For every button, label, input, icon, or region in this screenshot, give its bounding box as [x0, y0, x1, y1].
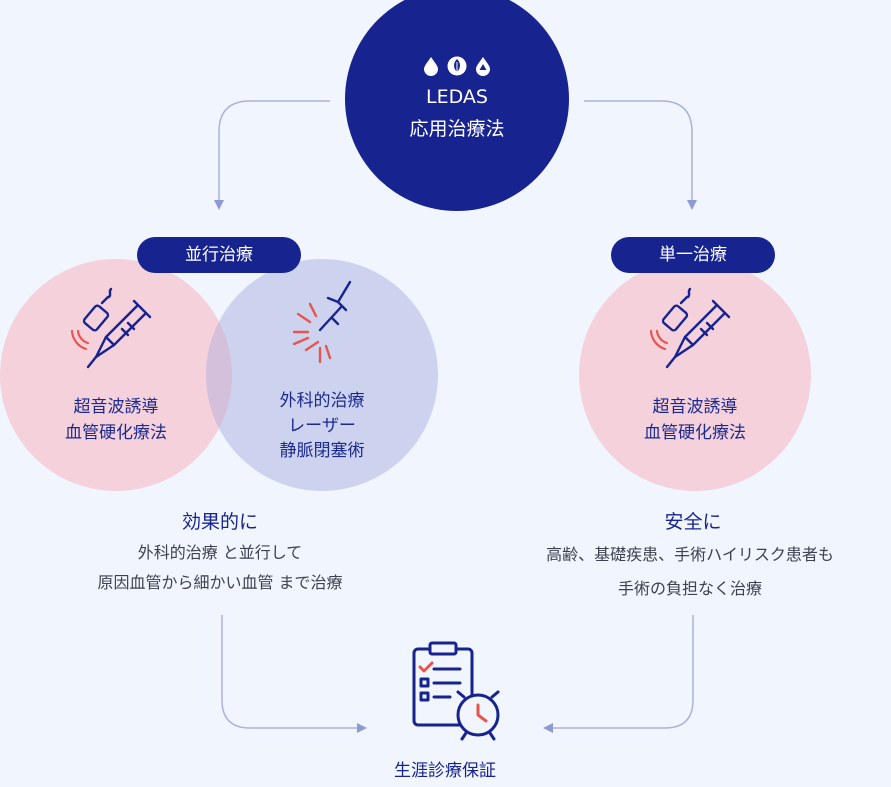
- arrow-right-to-guarantee: [543, 615, 694, 733]
- arrow-left-to-guarantee: [221, 615, 367, 733]
- leaf-icon: [447, 56, 467, 76]
- ledas-subtitle: 応用治療法: [409, 118, 505, 140]
- right-desc-line-1: 高齢、基礎疾患、手術ハイリスク患者も: [546, 545, 834, 564]
- ultrasound-syringe-icon: [70, 287, 152, 369]
- left-pink-label-1: 超音波誘導: [73, 397, 159, 417]
- top-icons: [345, 55, 569, 77]
- mid-blue-label-2: レーザー: [288, 416, 356, 436]
- right-pink-label-2: 血管硬化療法: [644, 423, 746, 443]
- left-heading: 効果的に: [181, 511, 258, 533]
- drop-icon: [424, 57, 438, 76]
- lifetime-guarantee-label: 生涯診療保証: [394, 761, 496, 781]
- ultrasound-syringe-icon-right: [649, 287, 731, 369]
- ledas-circle: LEDAS 応用治療法: [345, 0, 569, 211]
- ultrasound-sclerotherapy-circle-left: [0, 259, 232, 491]
- ultrasound-sclerotherapy-circle-right: [579, 259, 811, 491]
- triangle-drop-icon: [476, 57, 490, 76]
- parallel-treatment-pill: 並行治療: [137, 237, 301, 273]
- ledas-title: LEDAS: [426, 86, 488, 108]
- mid-blue-label-1: 外科的治療: [279, 391, 365, 411]
- right-heading: 安全に: [664, 511, 722, 533]
- arrow-to-single: [584, 100, 697, 210]
- left-pink-label-2: 血管硬化療法: [65, 423, 167, 443]
- right-desc-line-2: 手術の負担なく治療: [617, 579, 762, 598]
- left-desc-line-1: 外科的治療 と並行して: [137, 543, 303, 562]
- single-treatment-pill: 単一治療: [611, 237, 775, 273]
- left-desc-line-2: 原因血管から細かい血管 まで治療: [97, 573, 343, 592]
- right-pink-label-1: 超音波誘導: [652, 397, 738, 417]
- laser-fiber-icon: [292, 280, 352, 364]
- mid-blue-label-3: 静脈閉塞術: [279, 441, 365, 461]
- arrow-to-parallel: [214, 100, 330, 210]
- checklist-clock-icon: [412, 641, 500, 741]
- surgical-laser-circle: [206, 259, 438, 491]
